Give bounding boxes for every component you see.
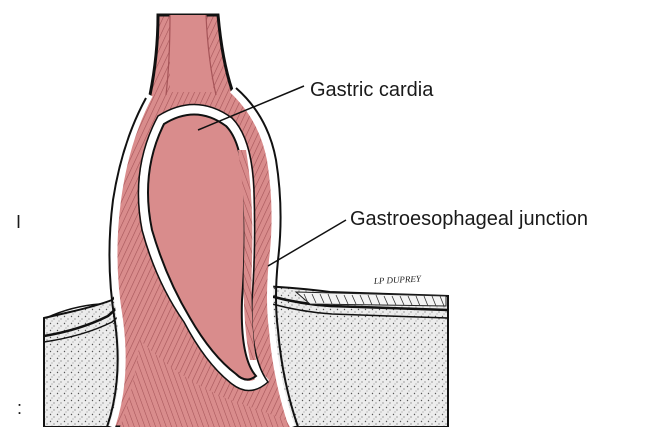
esophagus-and-cardia — [107, 15, 298, 427]
gastroesophageal-junction-label: Gastroesophageal junction — [350, 208, 588, 230]
gastric-cardia-label: Gastric cardia — [310, 79, 434, 101]
artist-signature: LP DUPREY — [373, 273, 423, 286]
margin-dots-mark: : — [17, 398, 22, 418]
margin-bar-mark: I — [16, 212, 21, 232]
right-tissue-hatched-band — [296, 292, 446, 306]
